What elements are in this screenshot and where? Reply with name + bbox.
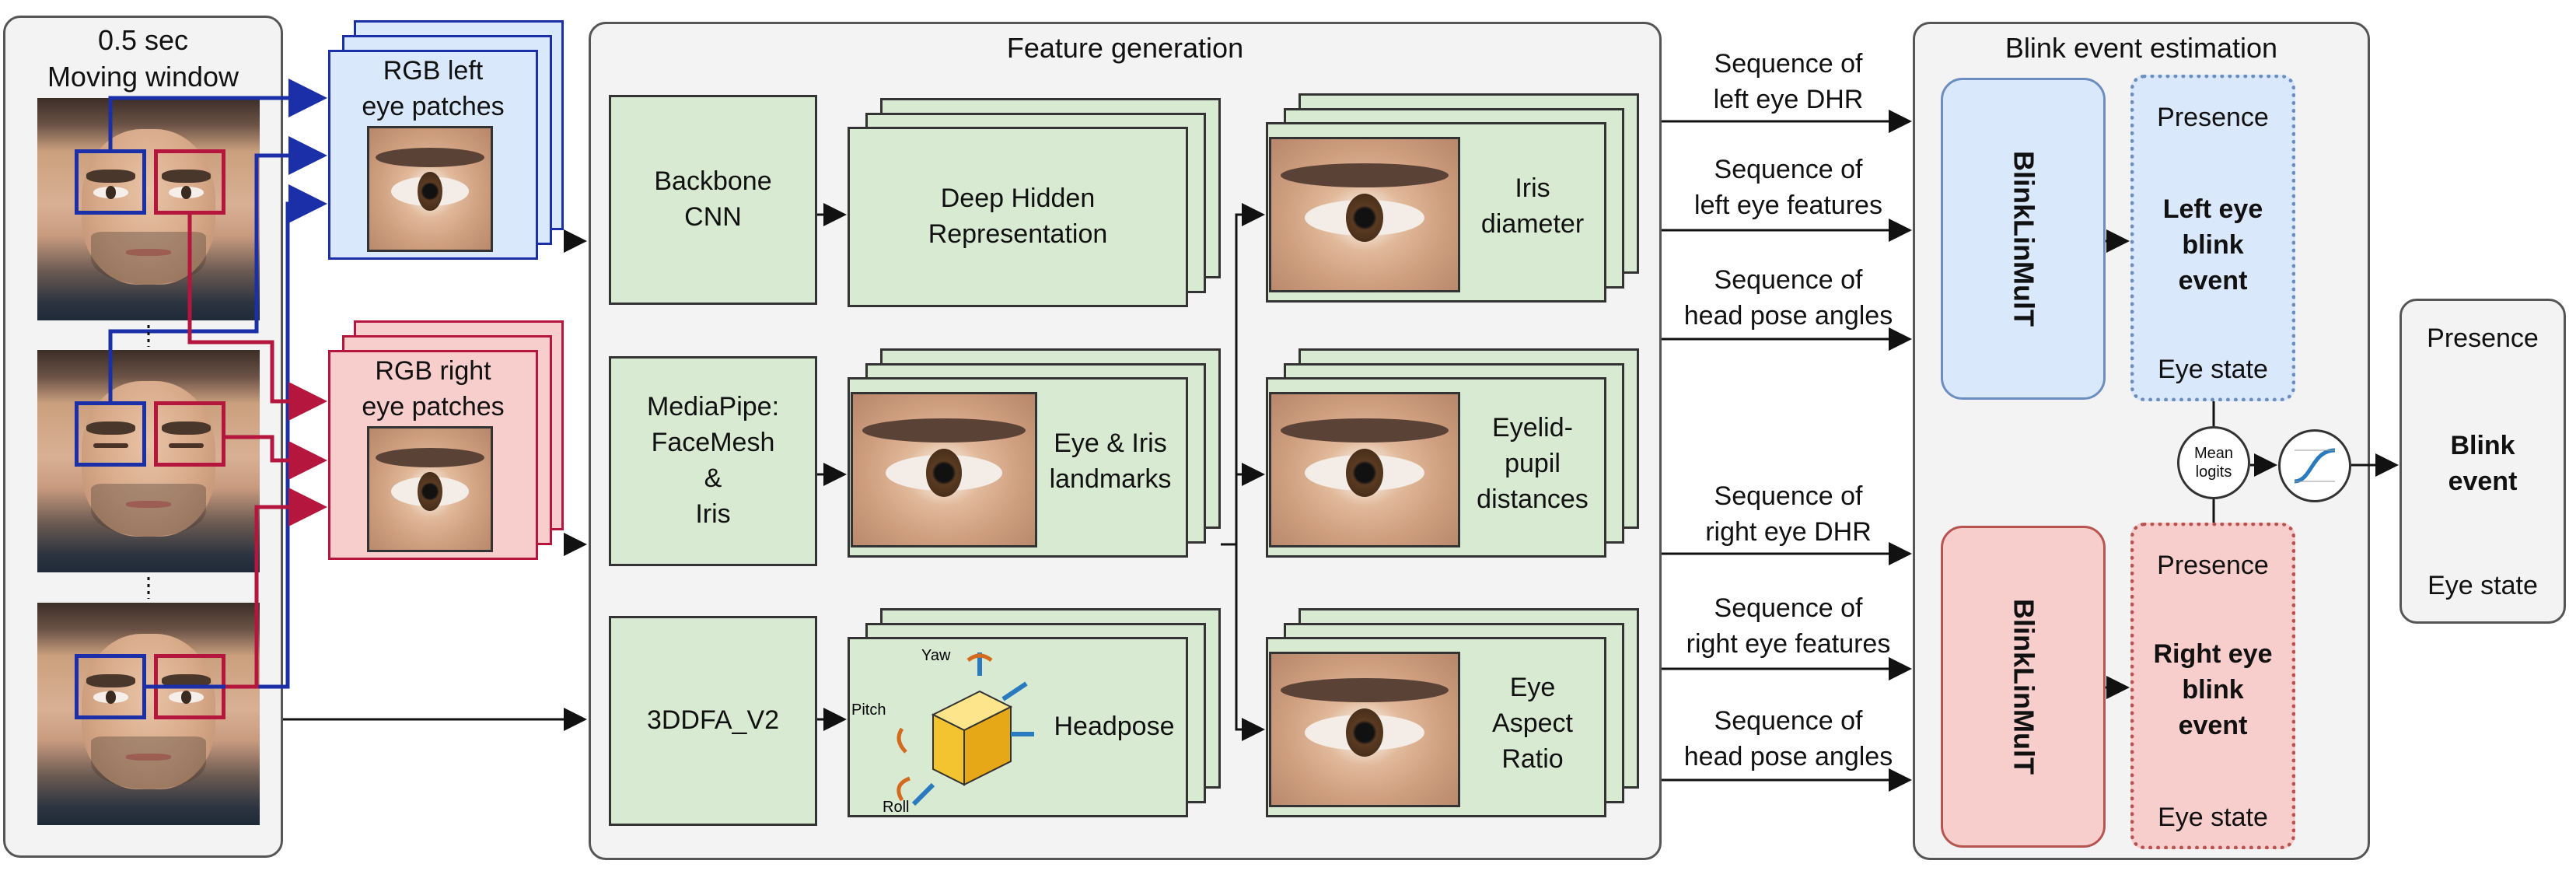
left-state-label: Eye state [2158,355,2268,384]
output-presence-label: Presence [2427,324,2539,353]
landmarks-label: Eye & Iris landmarks [1049,429,1172,494]
moving-window-title: 0.5 sec Moving window [47,24,239,93]
left-eye-box-1 [75,149,146,215]
left-eye-patch-image [367,126,493,252]
right-event-label: Right eye blink event [2153,639,2273,740]
right-presence-label: Presence [2157,551,2269,580]
blinklinmult-top: BlinkLinMulT [1941,78,2106,400]
sequence-right-dhr: Sequence of right eye DHR [1705,481,1872,547]
mediapipe-box: MediaPipe: FaceMesh & Iris [609,356,817,566]
eyelid-pupil-label: Eyelid- pupil distances [1477,413,1589,514]
output-state-label: Eye state [2427,571,2538,600]
sigmoid-icon [2278,429,2351,502]
blinklinmult-bottom-label: BlinkLinMulT [2008,599,2040,775]
ear-label: Eye Aspect Ratio [1492,673,1573,774]
face-frame-3 [37,603,260,825]
left-eye-box-2 [75,401,146,467]
ear-eye-image [1269,652,1460,807]
right-state-label: Eye state [2158,803,2268,832]
dhr-box: Deep Hidden Representation [848,127,1188,307]
left-eye-output-box: Presence Left eye blink event Eye state [2130,75,2295,401]
right-eye-patch-image [367,426,493,552]
headpose-box: Headpose [848,637,1188,817]
sequence-left-features: Sequence of left eye features [1694,155,1882,220]
sequence-head-pose-2: Sequence of head pose angles [1683,706,1893,771]
mean-logits-node: Mean logits [2177,426,2250,499]
headpose-label: Headpose [1054,712,1175,741]
left-eye-box-3 [75,654,146,719]
axis-roll-label: Roll [883,799,909,816]
feature-generation-title: Feature generation [1006,32,1244,64]
tddfa-box: 3DDFA_V2 [609,616,817,826]
blinklinmult-top-label: BlinkLinMulT [2008,151,2040,327]
rgb-right-label: RGB right eye patches [362,356,505,422]
mean-logits-label: Mean logits [2193,445,2234,481]
iris-eye-image [1269,137,1460,292]
output-event-label: Blink event [2448,431,2518,496]
left-presence-label: Presence [2157,103,2269,132]
blink-estimation-title: Blink event estimation [2005,32,2278,64]
landmarks-eye-image [851,392,1037,547]
right-eye-box-2 [154,401,225,467]
backbone-cnn-box: Backbone CNN [609,95,817,305]
left-event-label: Left eye blink event [2162,194,2263,296]
final-output-box: Presence Blink event Eye state [2399,299,2566,624]
right-eye-box-1 [154,149,225,215]
rgb-left-label: RGB left eye patches [362,56,505,121]
headpose-cube-icon: Yaw Pitch Roll [851,647,1034,816]
eyelid-eye-image [1269,392,1460,547]
axis-pitch-label: Pitch [851,701,886,719]
iris-diameter-label: Iris diameter [1480,173,1585,239]
sequence-right-features: Sequence of right eye features [1686,593,1891,659]
blinklinmult-bottom: BlinkLinMulT [1941,526,2106,848]
sequence-head-pose-1: Sequence of head pose angles [1683,265,1893,331]
axis-yaw-label: Yaw [921,647,951,664]
right-eye-output-box: Presence Right eye blink event Eye state [2130,523,2295,849]
sequence-left-dhr: Sequence of left eye DHR [1713,49,1864,114]
